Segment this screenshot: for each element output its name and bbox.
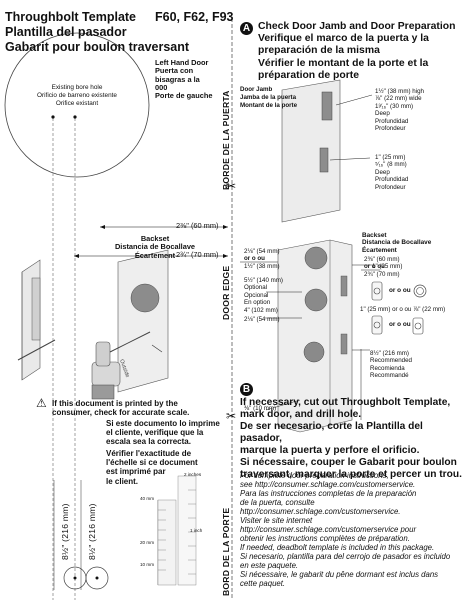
backset-label: Backset Distancia de Bocallave Écartemen… [114,234,196,260]
door-jamb-label: Door Jamb Jamba de la puerta Montant de … [240,86,298,109]
optional-dims: 5½" (140 mm) Optional Opcional En option… [244,277,283,314]
side-label-bord-porte: BORD DE LA PORTE [221,507,231,596]
scissors-icon: ✂ [226,179,236,193]
height-label-a: 8½" (216 mm) [60,503,70,560]
recommended-height: 8½" (216 mm) Recommended Recomienda Reco… [370,350,412,380]
edge-dim-2: 1" (25 mm) or o ou ⅞" (22 mm) [360,306,446,313]
edge-or-2: or o ou [389,321,411,328]
dim-10mm: ⅜" (10 mm) [244,405,277,412]
page-title-fr: Gabarit pour boulon traversant [5,40,190,54]
scale-40mm: 40 mm [140,496,155,501]
edge-or-1: or o ou [389,287,411,294]
page-title: Throughbolt Template [5,10,137,24]
prep-backset-label: Backset Distancia de Bocallave Écartemen… [362,232,432,254]
side-label-door-edge: DOOR EDGE [221,265,231,320]
backset-long-dim: 2¾" (70 mm) [176,250,219,259]
section-b-instructions: If necessary, cut out Throughbolt Templa… [240,397,462,480]
bore-label-fr: Orifice existant [55,100,99,107]
section-a-heading: Check Door Jamb and Door Preparation Ver… [258,21,456,81]
scale-10mm: 10 mm [140,562,155,567]
page-title-es: Plantilla del pasador [5,25,127,39]
side-label-borde-puerta: BORDE DE LA PUERTA [221,90,231,190]
height-label-b: 8½" (216 mm) [87,503,97,560]
warning-en: If this document is printed by the consu… [52,399,190,417]
dim-54mm: 2⅛" (54 mm) [244,316,280,323]
scale-1in: 1 inch [190,528,203,533]
bore-dims: 2⅛" (54 mm) or o ou 1½" (38 mm) [244,248,280,270]
warning-icon: ⚠ [36,396,47,410]
handing-label: Left Hand Door Puerta con bisagras a la … [155,58,213,101]
strike-dim-1: 1½" (38 mm) high ⅞" (22 mm) wide 1³⁄₁₆" … [375,88,424,133]
bore-label-en: Existing bore hole [51,84,103,91]
scale-2in: 2 inches [184,472,202,477]
footer-notes: For complete door preparation instructio… [240,471,451,588]
bore-circle-outline [4,32,150,178]
warning-es: Si este documento lo imprime el cliente,… [106,419,220,447]
scale-20mm: 20 mm [140,540,155,545]
bore-label-es: Orificio de barreno existente [37,92,117,99]
prep-backset-dims: 2⅜" (60 mm) or o ou 2¾" (70 mm) [364,256,400,278]
step-badge-b: B [240,383,253,396]
model-numbers: F60, F62, F93 [155,10,234,24]
edge-dim-1: 1" (25 mm) [372,263,403,270]
step-badge-a: A [240,22,253,35]
backset-short-dim: 2⅜" (60 mm) [176,221,219,230]
scissors-icon: ✂ [226,409,236,423]
warning-fr: Vérifier l'exactitude de l'échelle si ce… [106,449,198,486]
strike-dim-2: 1" (25 mm) ⁵⁄₁₆" (8 mm) Deep Profundidad… [375,154,409,191]
